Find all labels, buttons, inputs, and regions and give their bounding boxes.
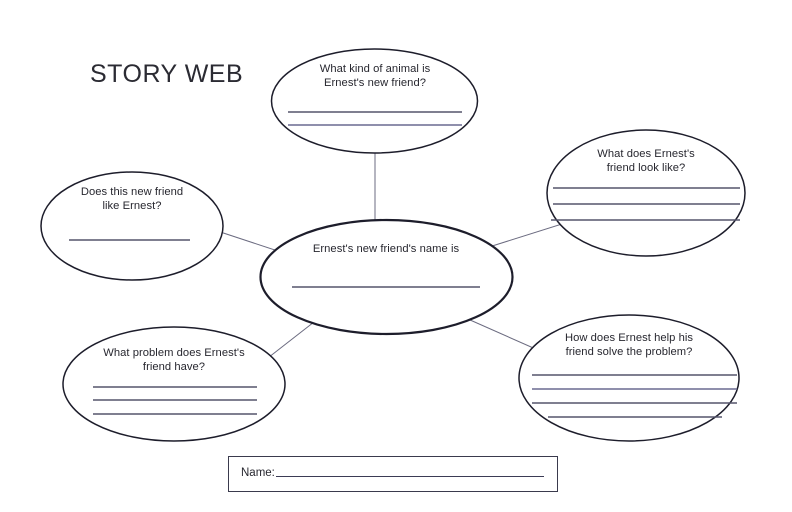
name-row: Name: [241, 467, 544, 479]
name-label: Name: [241, 467, 275, 479]
node-ellipse-animal-type[interactable] [270, 48, 479, 154]
node-ellipse-ernest-helps[interactable] [518, 314, 740, 442]
node-ellipse-center[interactable] [259, 218, 514, 336]
name-input[interactable] [275, 476, 544, 477]
node-ellipse-friend-problem[interactable] [62, 326, 286, 442]
name-box: Name: [228, 456, 558, 492]
node-ellipse-friend-likes-ernest[interactable] [40, 171, 224, 281]
node-ellipse-friend-appearance[interactable] [546, 129, 746, 257]
page-title: STORY WEB [90, 60, 244, 88]
